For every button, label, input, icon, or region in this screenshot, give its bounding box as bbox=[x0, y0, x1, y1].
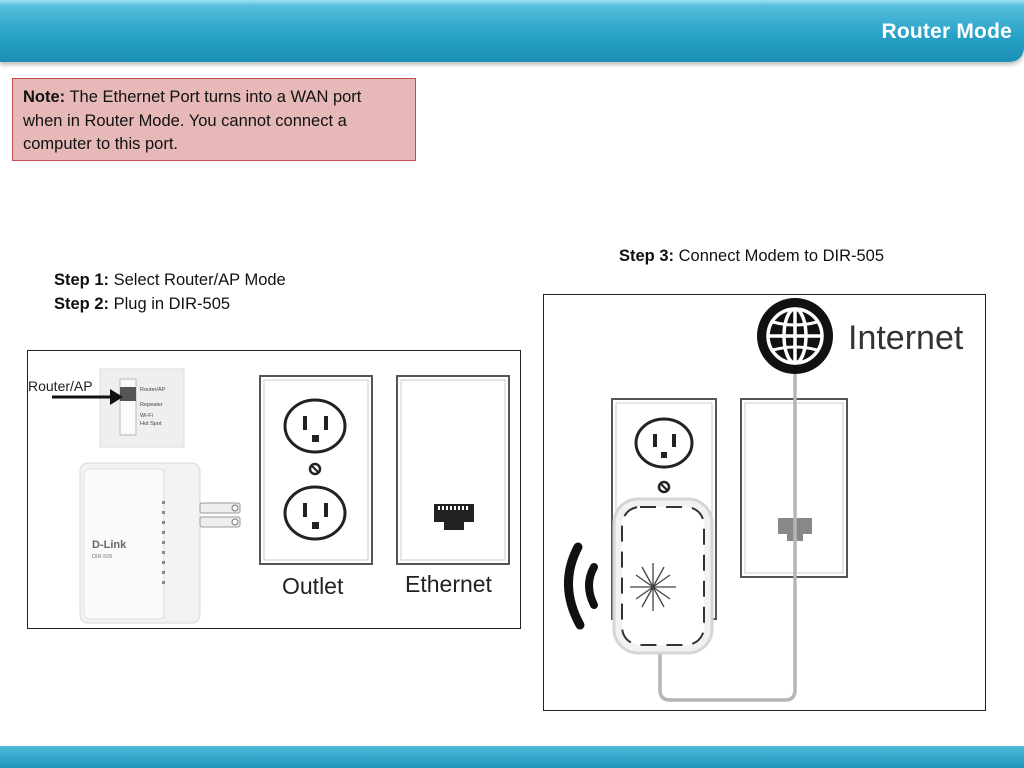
ethernet-port-icon bbox=[434, 504, 474, 530]
dir-505-device bbox=[612, 497, 714, 655]
outlet-label: Outlet bbox=[282, 573, 344, 599]
switch-option-router: Router/AP bbox=[140, 387, 166, 393]
internet-label: Internet bbox=[848, 319, 964, 357]
status-light-icon bbox=[630, 563, 676, 611]
ethernet-cable bbox=[658, 541, 797, 702]
step-2-label: Step 2: bbox=[54, 295, 110, 313]
step-3-label: Step 3: bbox=[619, 247, 675, 265]
connect-modem-illustration-svg: Internet bbox=[564, 298, 964, 702]
header-bar: Router Mode bbox=[0, 0, 1024, 62]
ethernet-label: Ethernet bbox=[405, 571, 493, 597]
wifi-signal-icon bbox=[564, 542, 598, 630]
plug-prongs bbox=[199, 502, 241, 528]
step-2-text: Plug in DIR-505 bbox=[109, 295, 231, 313]
wall-outlet bbox=[259, 375, 373, 565]
plug-in-illustration-svg: Router/AP Repeater Wi-Fi Hot Spot Router… bbox=[28, 368, 510, 624]
arrow-icon bbox=[52, 389, 123, 405]
step-1: Step 1: Select Router/AP Mode bbox=[54, 268, 286, 292]
ethernet-wall-plate bbox=[396, 375, 510, 565]
switch-option-repeater: Repeater bbox=[140, 402, 163, 408]
plug-in-illustration: Router/AP Repeater Wi-Fi Hot Spot Router… bbox=[27, 350, 521, 629]
connect-modem-illustration: Internet bbox=[543, 294, 986, 711]
dir-505-device: D-Link DIR-505 bbox=[79, 462, 201, 624]
step-1-label: Step 1: bbox=[54, 271, 110, 289]
footer-bar bbox=[0, 746, 1024, 768]
switch-option-hotspot: Hot Spot bbox=[140, 421, 162, 427]
device-brand: D-Link bbox=[92, 539, 127, 551]
switch-option-wifi: Wi-Fi bbox=[140, 413, 153, 419]
globe-icon bbox=[757, 298, 833, 374]
step-3-text: Connect Modem to DIR-505 bbox=[674, 247, 885, 265]
slide-title: Router Mode bbox=[881, 20, 1012, 43]
step-2: Step 2: Plug in DIR-505 bbox=[54, 292, 230, 316]
device-model: DIR-505 bbox=[92, 554, 112, 560]
switch-label: Router/AP bbox=[28, 378, 93, 394]
step-1-text: Select Router/AP Mode bbox=[109, 271, 286, 289]
mode-switch-closeup: Router/AP Repeater Wi-Fi Hot Spot bbox=[99, 368, 185, 448]
note-label: Note: bbox=[23, 88, 66, 106]
step-3: Step 3: Connect Modem to DIR-505 bbox=[619, 244, 884, 268]
note-box: Note: The Ethernet Port turns into a WAN… bbox=[12, 78, 416, 161]
note-text: The Ethernet Port turns into a WAN port … bbox=[23, 88, 362, 153]
